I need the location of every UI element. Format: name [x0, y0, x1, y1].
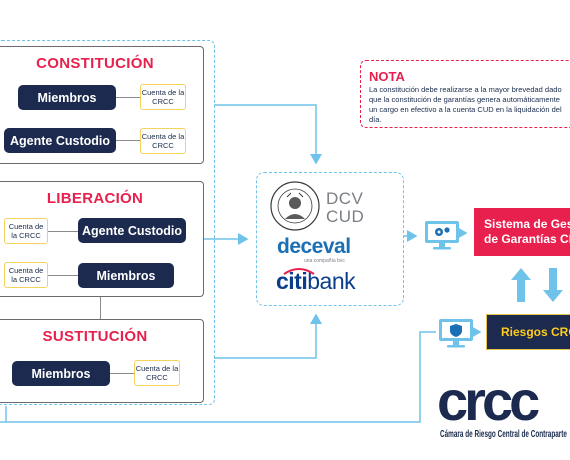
banrep-seal-icon [270, 181, 320, 231]
liberacion-agente-button[interactable]: Agente Custodio [78, 218, 186, 243]
note-title: NOTA [369, 69, 405, 84]
monitor-gears-icon [425, 221, 459, 250]
arrow-constitucion-to-custodians [214, 104, 322, 165]
sustitucion-title: SUSTITUCIÓN [42, 328, 148, 345]
crcc-logo: crcc [437, 378, 543, 426]
sistema-line-2: de Garantías CRCC [484, 232, 570, 246]
liberacion-crcc-account-1[interactable]: Cuenta de la CRCC [4, 218, 48, 244]
riesgos-crcc-box[interactable]: Riesgos CRCC [486, 314, 570, 350]
connector-line [110, 373, 134, 374]
sustitucion-crcc-account[interactable]: Cuenta de la CRCC [134, 360, 180, 386]
arrow-up-icon [511, 268, 531, 302]
constitucion-miembros-button[interactable]: Miembros [18, 85, 116, 110]
note-box [360, 60, 570, 128]
crcc-logo-text: crcc [437, 378, 539, 426]
constitucion-title: CONSTITUCIÓN [36, 55, 154, 72]
citi-arc [283, 268, 315, 275]
citibank-logo: citibank [276, 268, 356, 295]
connector-line [48, 275, 78, 276]
constitucion-agente-button[interactable]: Agente Custodio [4, 128, 116, 153]
connector-line [48, 231, 78, 232]
arrow-sustitucion-to-custodians [214, 313, 322, 359]
deceval-logo: deceval [277, 235, 351, 258]
liberacion-crcc-account-2[interactable]: Cuenta de la CRCC [4, 262, 48, 288]
arrow-down-icon [543, 268, 563, 302]
constitucion-crcc-account-1[interactable]: Cuenta de la CRCC [140, 84, 186, 110]
dcv-label: DCV [326, 189, 364, 208]
deceval-subtitle: una compañía bvc [304, 258, 345, 264]
note-text: La constitución debe realizarse a la may… [369, 85, 562, 124]
bank-text: bank [307, 268, 356, 294]
connector-line [100, 297, 101, 319]
left-process-frame [0, 40, 215, 405]
crcc-logo-subtitle: Cámara de Riesgo Central de Contraparte [440, 429, 567, 440]
line-riesgos-loop [0, 331, 436, 423]
connector-line [116, 97, 140, 98]
cud-label: CUD [326, 207, 365, 226]
sistema-line-1: Sistema de Gestión [484, 217, 570, 231]
connector-line [116, 140, 140, 141]
monitor-shield-icon [439, 319, 473, 348]
sistema-gestion-garantias-box[interactable]: Sistema de Gestión de Garantías CRCC [474, 208, 570, 256]
liberacion-title: LIBERACIÓN [46, 190, 144, 207]
constitucion-crcc-account-2[interactable]: Cuenta de la CRCC [140, 128, 186, 154]
citi-text: citi [276, 268, 308, 294]
sustitucion-miembros-button[interactable]: Miembros [12, 361, 110, 386]
liberacion-miembros-button[interactable]: Miembros [78, 263, 174, 288]
